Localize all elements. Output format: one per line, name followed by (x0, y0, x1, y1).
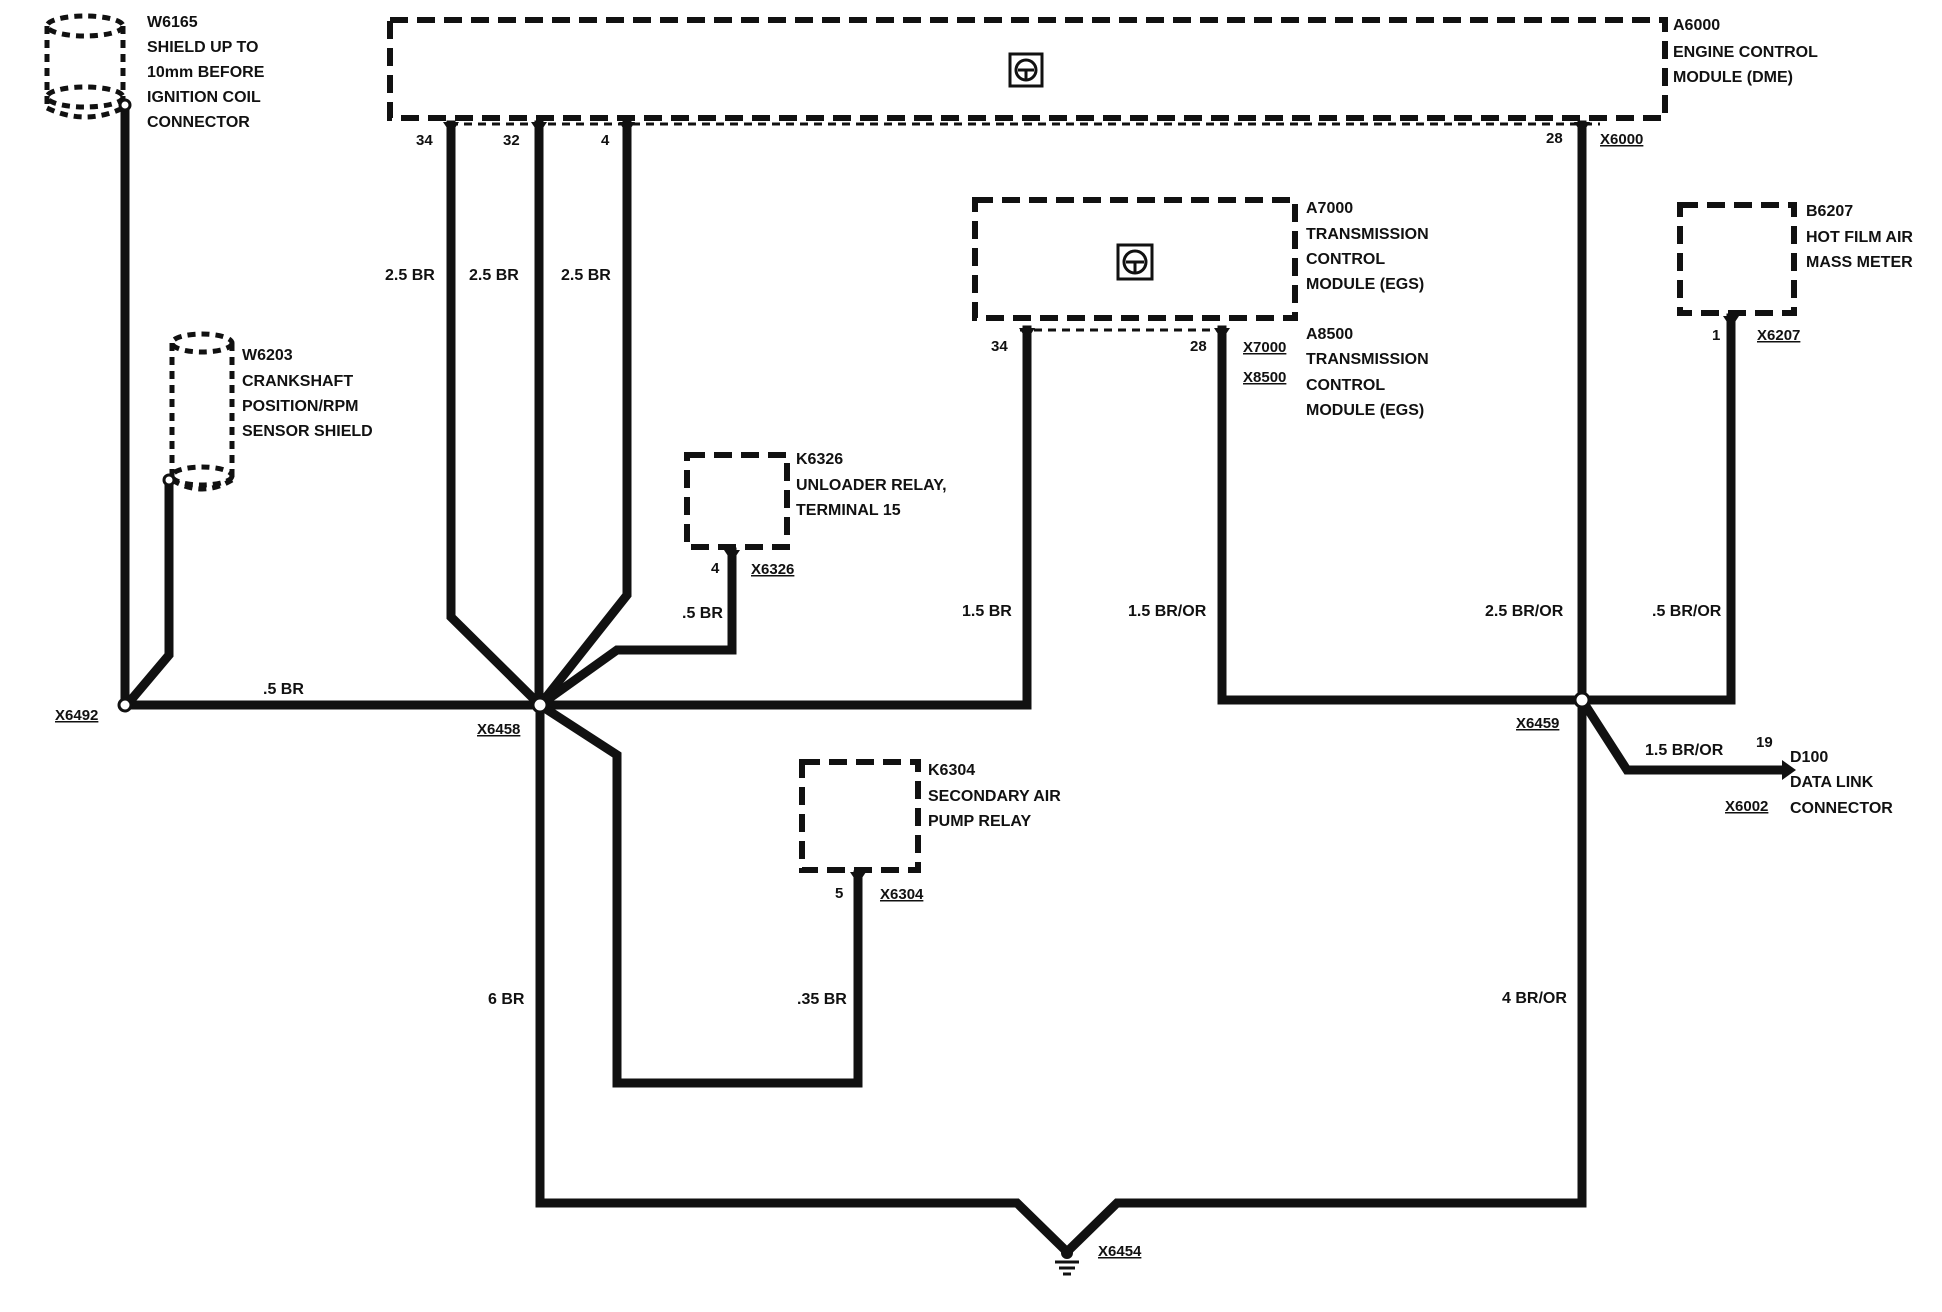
a7000-id: A7000 (1306, 200, 1353, 217)
k6326-pin: 4 (711, 560, 720, 577)
wire-label-dme28: 2.5 BR/OR (1485, 603, 1564, 620)
crankshaft-sensor-shield: W6203 CRANKSHAFT POSITION/RPM SENSOR SHI… (169, 331, 373, 492)
a7000-pin-28: 28 (1190, 338, 1207, 355)
a7000-connector: X7000 (1243, 339, 1286, 356)
wire-egs-pin34 (535, 325, 1032, 710)
wire-label-pin32: 2.5 BR (469, 267, 519, 284)
w6165-line4: CONNECTOR (147, 114, 250, 131)
splice-icon (117, 697, 133, 713)
engine-control-module: A6000 ENGINE CONTROL MODULE (DME) X6000 … (387, 17, 1818, 149)
k6326-connector: X6326 (751, 561, 794, 578)
ground-icon (1055, 1247, 1079, 1276)
a7000-line3: MODULE (EGS) (1306, 276, 1424, 293)
data-link-connector: 19 D100 DATA LINK CONNECTOR X6002 (1725, 734, 1893, 817)
transmission-control-module: A7000 TRANSMISSION CONTROL MODULE (EGS) … (972, 197, 1429, 419)
wire-label-pin4: 2.5 BR (561, 267, 611, 284)
wire-x6458-ground (535, 700, 1069, 1254)
k6304-id: K6304 (928, 762, 975, 779)
b6207-line1: HOT FILM AIR (1806, 229, 1913, 246)
a6000-pin-28: 28 (1546, 130, 1563, 147)
a8500-connector: X8500 (1243, 369, 1286, 386)
b6207-connector: X6207 (1757, 327, 1800, 344)
k6326-line2: TERMINAL 15 (796, 502, 901, 519)
d100-line2: CONNECTOR (1790, 800, 1893, 817)
a6000-pin-34: 34 (416, 132, 433, 149)
wire-label-k6326: .5 BR (682, 605, 723, 622)
splice-icon (1573, 691, 1591, 709)
wire-k6304 (533, 698, 863, 1088)
wire-label-data-link: 1.5 BR/OR (1645, 742, 1724, 759)
a7000-line2: CONTROL (1306, 251, 1385, 268)
wire-dme-pin34 (446, 120, 547, 712)
b6207-line2: MASS METER (1806, 254, 1913, 271)
a8500-id: A8500 (1306, 326, 1353, 343)
d100-connector: X6002 (1725, 798, 1768, 815)
k6326-id: K6326 (796, 451, 843, 468)
wire-x6459-ground (1065, 695, 1587, 1254)
a7000-pin-34: 34 (991, 338, 1008, 355)
w6165-line3: IGNITION COIL (147, 89, 261, 106)
w6203-line1: CRANKSHAFT (242, 373, 353, 390)
k6304-line1: SECONDARY AIR (928, 788, 1061, 805)
a6000-name-line2: MODULE (DME) (1673, 69, 1793, 86)
splice-icon (162, 473, 176, 487)
a8500-line1: TRANSMISSION (1306, 351, 1429, 368)
wire-label-x6458-ground: 6 BR (488, 991, 525, 1008)
wire-label-pin34: 2.5 BR (385, 267, 435, 284)
w6165-id: W6165 (147, 14, 198, 31)
wire-label-maf: .5 BR/OR (1652, 603, 1722, 620)
wire-maf (1577, 313, 1736, 705)
wire-label-w6165: .5 BR (263, 681, 304, 698)
hot-film-air-mass-meter: B6207 HOT FILM AIR MASS METER 1 X6207 (1677, 202, 1913, 344)
a6000-name-line1: ENGINE CONTROL (1673, 44, 1818, 61)
k6304-line2: PUMP RELAY (928, 813, 1031, 830)
pin-arrow-icon (443, 122, 1796, 884)
wire-w6203 (124, 475, 174, 707)
k6304-pin: 5 (835, 885, 843, 902)
splice-icon (531, 696, 549, 714)
a6000-pin-4: 4 (601, 132, 610, 149)
wire-set (120, 100, 1787, 1254)
a6000-id: A6000 (1673, 17, 1720, 34)
unloader-relay: K6326 UNLOADER RELAY, TERMINAL 15 4 X632… (684, 451, 947, 578)
w6165-line2: 10mm BEFORE (147, 64, 265, 81)
splice-icon (118, 98, 132, 112)
w6203-line2: POSITION/RPM (242, 398, 358, 415)
k6304-connector: X6304 (880, 886, 924, 903)
wire-dme-pin4 (533, 120, 632, 712)
k6326-line1: UNLOADER RELAY, (796, 477, 947, 494)
splice-x6459-label: X6459 (1516, 715, 1559, 732)
b6207-pin: 1 (1712, 327, 1720, 344)
module-symbol-icon (1008, 52, 1044, 88)
wire-label-egs28: 1.5 BR/OR (1128, 603, 1207, 620)
a8500-line2: CONTROL (1306, 377, 1385, 394)
wire-k6326 (533, 547, 737, 712)
wire-label-x6459-ground: 4 BR/OR (1502, 990, 1567, 1007)
d100-pin: 19 (1756, 734, 1773, 751)
splice-x6492-label: X6492 (55, 707, 98, 724)
w6165-line1: SHIELD UP TO (147, 39, 258, 56)
a8500-line3: MODULE (EGS) (1306, 402, 1424, 419)
wire-label-egs34: 1.5 BR (962, 603, 1012, 620)
a7000-line1: TRANSMISSION (1306, 226, 1429, 243)
secondary-air-pump-relay: K6304 SECONDARY AIR PUMP RELAY 5 X6304 (799, 759, 1061, 903)
ignition-coil-shield: W6165 SHIELD UP TO 10mm BEFORE IGNITION … (44, 13, 265, 131)
module-symbol-icon (1116, 243, 1154, 281)
wire-data-link (1575, 693, 1787, 775)
a6000-pin-32: 32 (503, 132, 520, 149)
b6207-id: B6207 (1806, 203, 1853, 220)
a6000-connector: X6000 (1600, 131, 1643, 148)
d100-id: D100 (1790, 749, 1828, 766)
w6203-id: W6203 (242, 347, 293, 364)
w6203-line3: SENSOR SHIELD (242, 423, 373, 440)
splice-x6458-label: X6458 (477, 721, 520, 738)
wire-egs-pin28 (1217, 325, 1587, 705)
wire-label-k6304: .35 BR (797, 991, 847, 1008)
d100-line1: DATA LINK (1790, 774, 1874, 791)
ground-x6454-label: X6454 (1098, 1243, 1142, 1260)
